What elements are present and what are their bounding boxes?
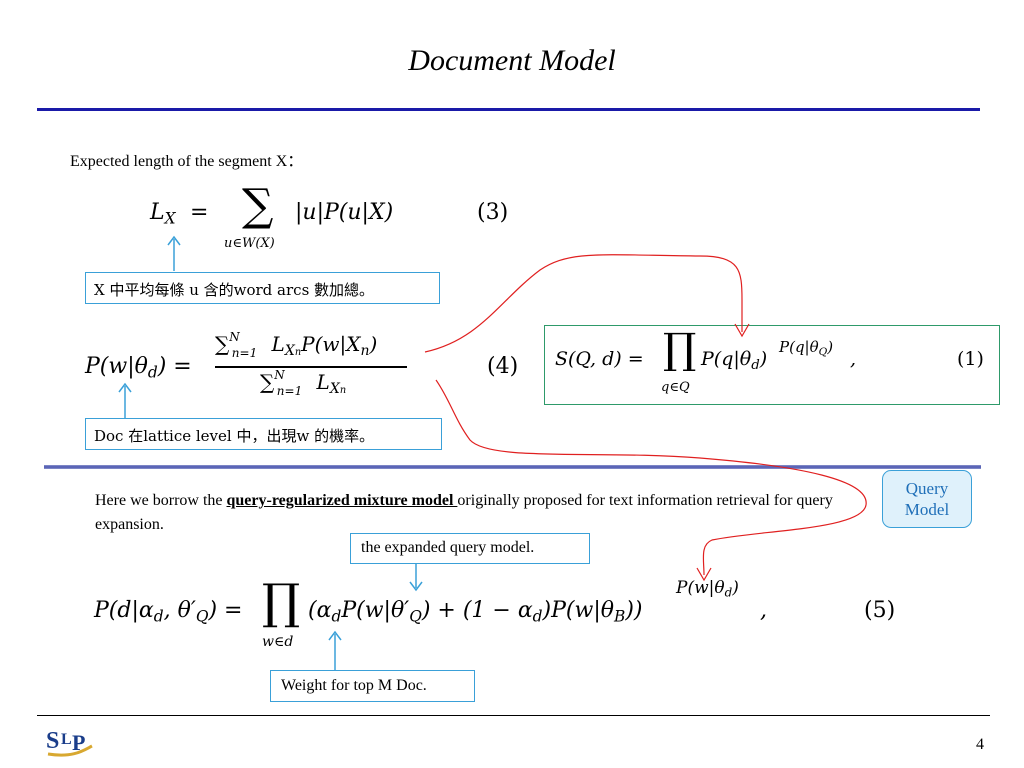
- note-expanded-query-text: the expanded query model.: [361, 539, 535, 556]
- eq3-lhs: L: [150, 200, 165, 225]
- eq5-body-d: )P(w|θ: [542, 598, 614, 623]
- title-divider: [37, 108, 980, 111]
- svg-text:P: P: [72, 730, 85, 755]
- equation-5: P(d|αd, θ′Q) = ∏ w∈d (αdP(w|θ′Q) + (1 − …: [94, 578, 914, 668]
- para-after: originally proposed for text information…: [95, 492, 833, 533]
- eq4-denominator: ∑Nn=1 LXn: [260, 368, 347, 398]
- eq1-exponent: P(q|θ: [779, 338, 819, 356]
- eq3-number: (3): [477, 200, 509, 225]
- eq1-body-close: ): [759, 348, 768, 370]
- equation-4: P(w|θd) = ∑Nn=1 LXnP(w|Xn) ∑Nn=1 LXn (4): [85, 330, 535, 410]
- eq4-callout-arrow: [118, 382, 132, 418]
- eq5-number: (5): [864, 598, 896, 623]
- eq4-number: (4): [487, 354, 519, 379]
- eq5-body-e: )): [625, 598, 643, 623]
- query-model-badge: Query Model: [882, 470, 972, 528]
- eq1-lhs: S(Q, d) =: [555, 348, 644, 370]
- section-divider: [44, 465, 981, 469]
- weight-callout-arrow: [328, 630, 342, 670]
- eq3-equals: =: [190, 200, 209, 225]
- page-number: 4: [976, 736, 984, 753]
- eq1-product-symbol: ∏: [663, 324, 697, 373]
- eq5-lhs: P(d|α: [94, 598, 154, 623]
- equation-1-box: S(Q, d) = ∏ q∈Q P(q|θd) P(q|θQ) , (1): [544, 325, 1000, 405]
- eq5-body-b-sub: Q: [409, 607, 422, 626]
- eq5-exponent: P(w|θ: [676, 578, 725, 598]
- eq1-exponent-close: ): [827, 338, 834, 356]
- eq5-exponent-sub: d: [724, 585, 733, 600]
- segment-intro-text: Expected length of the segment X：: [70, 153, 304, 170]
- eq4-fraction-bar: [215, 366, 407, 368]
- eq5-lhs-sub1: d: [153, 607, 164, 626]
- svg-text:L: L: [61, 731, 72, 748]
- eq1-comma: ,: [850, 348, 857, 370]
- query-model-label: Query Model: [904, 479, 950, 519]
- eq1-body: P(q|θ: [701, 348, 752, 370]
- para-bold-term: query-regularized mixture model: [226, 492, 458, 509]
- eq5-body-d-sub: B: [614, 607, 626, 626]
- eq1-body-sub: d: [751, 357, 760, 373]
- eq4-numerator: ∑Nn=1 LXnP(w|Xn): [215, 330, 378, 360]
- footer-divider: [37, 715, 990, 716]
- eq4-lhs-close: ) =: [157, 354, 192, 379]
- eq5-body-c-sub: d: [532, 607, 543, 626]
- eq5-body-a-sub: d: [331, 607, 342, 626]
- note-doc-probability: Doc 在lattice level 中，出現w 的機率。: [85, 418, 442, 450]
- note-weight-top-m-text: Weight for top M Doc.: [281, 677, 427, 694]
- eq3-callout-arrow: [167, 235, 181, 271]
- note-weight-top-m: Weight for top M Doc.: [270, 670, 475, 702]
- slide-title: Document Model: [408, 44, 616, 77]
- eq3-sum-under: u∈W(X): [224, 236, 275, 251]
- eq1-number: (1): [957, 348, 984, 370]
- note-word-arcs: X 中平均每條 u 含的word arcs 數加總。: [85, 272, 440, 304]
- eq5-exponent-close: ): [732, 578, 739, 598]
- eq5-product-symbol: ∏: [262, 574, 301, 630]
- eq5-lhs-sub2: Q: [195, 607, 209, 626]
- eq3-lhs-sub: X: [164, 209, 176, 228]
- note-expanded-query: the expanded query model.: [350, 533, 590, 564]
- eq5-lhs-mid: , θ′: [163, 598, 196, 623]
- note-word-arcs-text: X 中平均每條 u 含的word arcs 數加總。: [94, 281, 375, 299]
- eq5-body-c: ) + (1 − α: [421, 598, 533, 623]
- svg-text:S: S: [46, 728, 59, 754]
- eq5-product-under: w∈d: [262, 634, 294, 650]
- expanded-callout-arrow: [409, 564, 423, 592]
- note-doc-probability-text: Doc 在lattice level 中，出現w 的機率。: [94, 427, 375, 445]
- eq5-body-b: P(w|θ′: [341, 598, 410, 623]
- para-before: Here we borrow the: [95, 492, 227, 509]
- eq3-body: |u|P(u|X): [295, 200, 394, 225]
- eq5-comma: ,: [760, 598, 767, 623]
- slp-logo: S L P: [44, 724, 96, 760]
- eq1-exponent-sub: Q: [818, 346, 828, 359]
- eq1-product-under: q∈Q: [661, 380, 690, 395]
- intro-paragraph: Here we borrow the query-regularized mix…: [95, 489, 875, 537]
- eq3-sum-symbol: ∑: [242, 180, 274, 231]
- equation-3: LX = ∑ u∈W(X) |u|P(u|X) (3): [150, 184, 550, 260]
- eq4-lhs-sub: d: [147, 363, 158, 382]
- eq4-lhs: P(w|θ: [85, 354, 148, 379]
- eq5-lhs-close: ) =: [208, 598, 243, 623]
- slp-logo-icon: S L P: [46, 728, 93, 757]
- eq5-body-a: (α: [308, 598, 332, 623]
